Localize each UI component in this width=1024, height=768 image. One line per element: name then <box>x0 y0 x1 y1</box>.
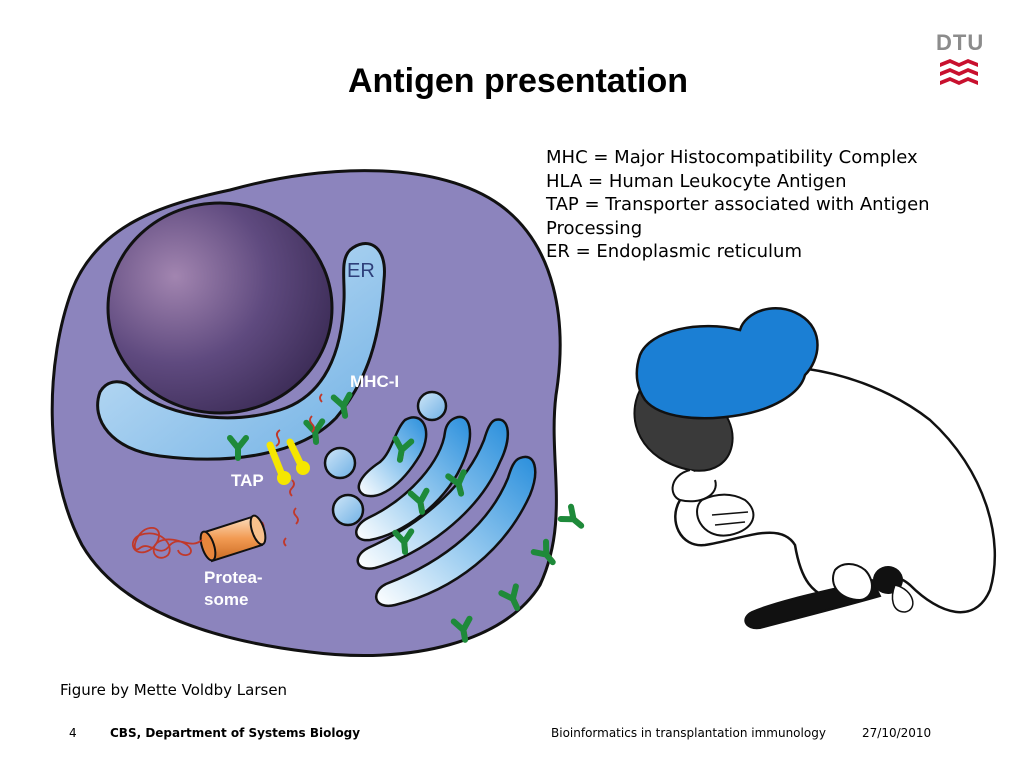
tap-transporter <box>266 438 310 485</box>
protein-chain <box>131 527 203 559</box>
page-number: 4 <box>69 726 77 740</box>
definition-er: ER = Endoplasmic reticulum <box>546 241 802 262</box>
dtu-logo-mark <box>940 59 978 85</box>
dtu-logo: DTU <box>936 30 985 94</box>
label-mhc-i: MHC-I <box>350 372 399 391</box>
endoplasmic-reticulum <box>96 242 386 461</box>
golgi-cisterna <box>356 418 510 570</box>
label-tap: TAP <box>231 471 264 490</box>
slide-title: Antigen presentation <box>347 62 689 100</box>
golgi-cisterna <box>357 416 428 498</box>
surface-mhc-receptor <box>561 505 588 532</box>
label-proteasome-line2: some <box>204 590 248 609</box>
proteasome <box>199 514 267 563</box>
definition-mhc: MHC = Major Histocompatibility Complex <box>546 147 918 168</box>
footer-course: Bioinformatics in transplantation immuno… <box>551 726 826 740</box>
golgi-cisterna <box>375 455 537 608</box>
label-er: ER <box>347 260 375 282</box>
definition-tap: TAP = Transporter associated with Antige… <box>546 194 930 215</box>
figure-credit: Figure by Mette Voldby Larsen <box>60 681 288 699</box>
definitions-list: MHC = Major Histocompatibility Complex H… <box>546 146 1016 264</box>
footer-date: 27/10/2010 <box>862 726 932 740</box>
definition-hla: HLA = Human Leukocyte Antigen <box>546 170 847 192</box>
golgi-cisterna <box>355 415 472 542</box>
label-proteasome-line1: Protea- <box>204 568 263 587</box>
definition-tap-continued: Processing <box>546 217 643 239</box>
nucleus <box>106 201 334 415</box>
footer-department: CBS, Department of Systems Biology <box>110 726 361 740</box>
vesicle <box>323 446 357 480</box>
detective-illustration <box>633 306 997 630</box>
vesicle <box>416 390 448 422</box>
dtu-logo-text: DTU <box>936 30 985 55</box>
vesicle <box>331 493 365 527</box>
